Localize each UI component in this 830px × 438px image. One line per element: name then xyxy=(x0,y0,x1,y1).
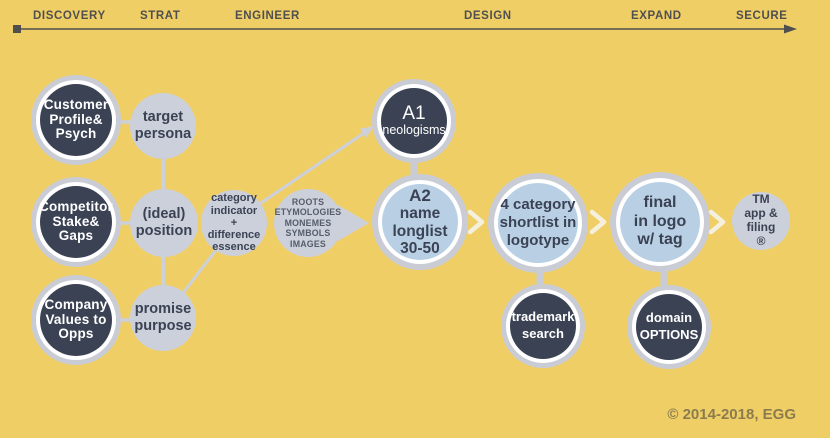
node-roots-etymologies: ROOTS ETYMOLOGIES MONEMES SYMBOLS IMAGES xyxy=(274,189,342,257)
arrowhead-a1-icon xyxy=(360,126,374,138)
node-a1-title: A1 xyxy=(402,102,426,124)
chevron-final-tm-icon xyxy=(708,209,726,235)
timeline-stage-discovery: DISCOVERY xyxy=(33,10,106,22)
timeline-start-square xyxy=(13,25,21,33)
roots-to-a2-pointer-icon xyxy=(338,205,369,241)
node-target-persona: target persona xyxy=(130,93,196,159)
connector-promise-category xyxy=(181,249,218,294)
node-trademark-search-label: trademark search xyxy=(511,309,575,341)
node-tm-app-filing: TM app & filing ® xyxy=(732,192,790,250)
node-domain-options: domain OPTIONS xyxy=(636,294,702,360)
copyright-text: © 2014-2018, EGG xyxy=(667,406,796,423)
node-tm-app-filing-label: TM app & filing ® xyxy=(744,192,778,248)
timeline-stage-secure: SECURE xyxy=(736,10,788,22)
node-company-values: Company Values to Opps xyxy=(40,284,112,356)
node-a2-body: name longlist 30-50 xyxy=(392,205,448,258)
node-customer-profile-label: Customer Profile& Psych xyxy=(43,97,109,142)
node-company-values-label: Company Values to Opps xyxy=(44,297,108,342)
node-final-logo: final in logo w/ tag xyxy=(620,182,700,262)
node-a1-neologisms: A1 neologisms xyxy=(381,88,447,154)
node-customer-profile: Customer Profile& Psych xyxy=(40,84,112,156)
chevron-fourcategory-final-icon xyxy=(589,209,607,235)
node-promise-purpose: promise purpose xyxy=(130,285,196,351)
timeline-stage-expand: EXPAND xyxy=(631,10,682,22)
node-a2-name-longlist: A2 name longlist 30-50 xyxy=(382,184,458,260)
node-a1-subtitle: neologisms xyxy=(382,123,446,138)
node-promise-purpose-label: promise purpose xyxy=(134,301,192,334)
node-competitor-stake-label: Competitor Stake& Gaps xyxy=(39,199,113,244)
node-ideal-position: (ideal) position xyxy=(130,189,198,257)
node-a2-title: A2 xyxy=(409,185,431,205)
node-roots-etymologies-label: ROOTS ETYMOLOGIES MONEMES SYMBOLS IMAGES xyxy=(274,196,342,249)
node-four-category-shortlist: 4 category shortlist in logotype xyxy=(498,183,578,263)
node-four-category-shortlist-label: 4 category shortlist in logotype xyxy=(499,196,577,249)
timeline-stage-design: DESIGN xyxy=(464,10,512,22)
timeline-arrowhead-icon xyxy=(784,24,797,34)
node-target-persona-label: target persona xyxy=(134,109,192,142)
node-competitor-stake: Competitor Stake& Gaps xyxy=(39,186,113,258)
timeline-stage-engineer: ENGINEER xyxy=(235,10,300,22)
node-final-logo-label: final in logo w/ tag xyxy=(633,193,687,249)
node-category-indicator: category indicator + difference essence xyxy=(201,190,267,256)
node-domain-options-label: domain OPTIONS xyxy=(639,310,699,342)
node-category-indicator-label: category indicator + difference essence xyxy=(207,192,261,254)
arrow-category-to-a1 xyxy=(257,129,368,207)
chevron-a2-fourcategory-icon xyxy=(467,209,485,235)
node-ideal-position-label: (ideal) position xyxy=(135,206,193,239)
timeline-stage-strat: STRAT xyxy=(140,10,181,22)
node-trademark-search: trademark search xyxy=(510,293,576,359)
